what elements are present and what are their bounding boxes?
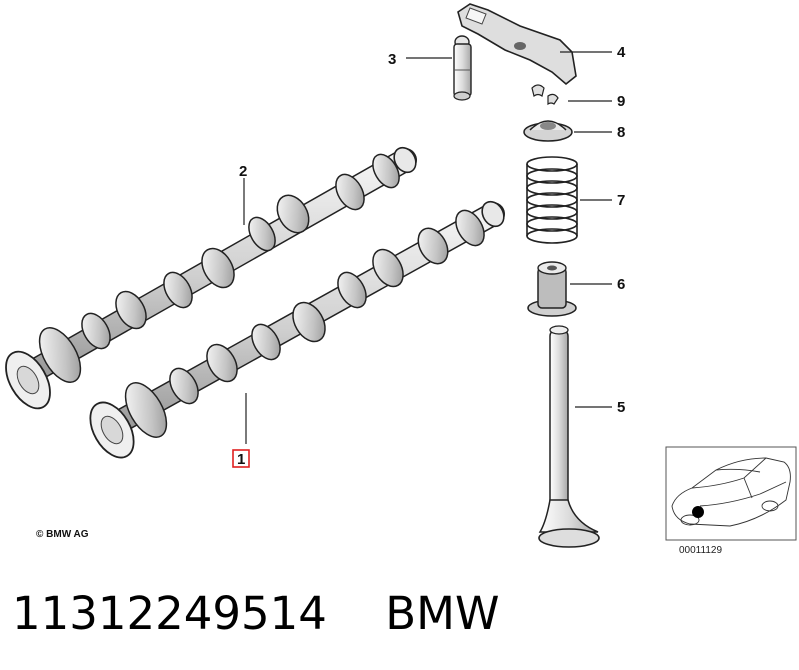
callout-1[interactable]: 1 (237, 451, 245, 468)
valve[interactable] (538, 325, 600, 548)
camshaft-lower[interactable] (81, 198, 508, 465)
callout-6: 6 (617, 276, 625, 293)
copyright-label: © BMW AG (36, 529, 89, 540)
callout-5: 5 (617, 399, 625, 416)
vehicle-inset: 00011129 (665, 446, 797, 556)
callout-9: 9 (617, 93, 625, 110)
callout-1-highlight (232, 449, 250, 468)
rocker-arm[interactable] (457, 3, 577, 86)
valve-spring[interactable] (526, 156, 578, 244)
camshaft-upper[interactable] (0, 144, 420, 416)
hydraulic-lifter[interactable] (453, 35, 472, 101)
parts-diagram: 2 1 3 4 9 8 7 6 5 © BMW AG 00011129 (0, 3, 797, 556)
brand-name: BMW (385, 587, 500, 640)
inset-reference: 00011129 (679, 545, 722, 556)
callout-4: 4 (617, 44, 626, 61)
callout-3: 3 (388, 51, 396, 68)
callout-2: 2 (239, 163, 247, 180)
spring-retainer[interactable] (523, 120, 573, 142)
car-outline-icon (671, 457, 791, 527)
part-caption: 11312249514 BMW (12, 584, 499, 644)
callout-7: 7 (617, 192, 625, 209)
leader-lines (243, 51, 612, 444)
valve-keepers[interactable] (531, 84, 559, 106)
callout-8: 8 (617, 124, 625, 141)
part-number: 11312249514 (12, 587, 327, 640)
location-dot-icon (692, 506, 704, 518)
valve-stem-seal[interactable] (527, 261, 577, 317)
